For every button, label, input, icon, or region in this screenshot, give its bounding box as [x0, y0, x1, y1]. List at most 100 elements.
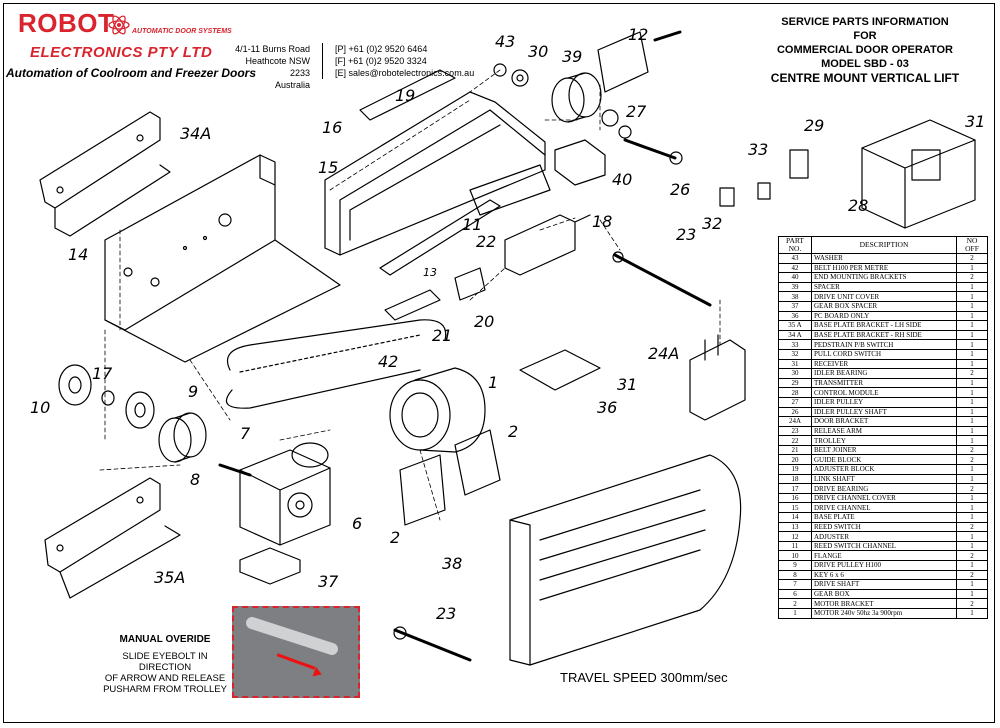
quantity-cell: 1 — [956, 339, 988, 350]
callout-label: 9 — [188, 382, 199, 401]
quantity-cell: 2 — [956, 569, 988, 581]
pedestrian-switch-shape — [757, 182, 771, 200]
drive-channel-shape — [324, 69, 546, 256]
description-cell: DRIVE BEARING — [811, 483, 957, 494]
quantity-cell: 1 — [956, 406, 988, 418]
part-number-cell: 7 — [778, 579, 812, 590]
callout-label: 40 — [612, 170, 633, 189]
col-desc-header: DESCRIPTION — [811, 236, 957, 254]
brand-tagline: Automation of Coolroom and Freezer Doors — [6, 66, 257, 80]
part-number-cell: 30 — [778, 368, 812, 379]
quantity-cell: 1 — [956, 329, 988, 341]
callout-label: 37 — [318, 572, 339, 591]
part-number-cell: 16 — [778, 492, 812, 504]
description-cell: DOOR BRACKET — [811, 416, 957, 427]
part-number-cell: 37 — [778, 300, 812, 312]
quantity-cell: 1 — [956, 262, 988, 274]
contact-divider — [322, 43, 323, 79]
quantity-cell: 1 — [956, 348, 988, 360]
motor-shape — [389, 367, 486, 453]
description-cell: PC BOARD ONLY — [811, 310, 957, 322]
description-cell: TRANSMITTER — [811, 377, 957, 389]
description-cell: BASE PLATE — [811, 512, 957, 523]
quantity-cell: 2 — [956, 272, 988, 283]
description-cell: RECEIVER — [811, 358, 957, 370]
quantity-cell: 1 — [956, 387, 988, 398]
quantity-cell: 1 — [956, 416, 988, 427]
address-line: Australia — [274, 80, 310, 90]
override-title: MANUAL OVERIDE — [119, 634, 211, 645]
quantity-cell: 1 — [956, 291, 988, 302]
part-number-cell: 32 — [778, 348, 812, 360]
callout-label: 14 — [68, 245, 89, 264]
quantity-cell: 1 — [956, 492, 988, 504]
callout-label: 13 — [423, 266, 437, 279]
description-cell: KEY 6 x 6 — [811, 569, 957, 581]
description-cell: BELT H100 PER METRE — [811, 262, 957, 274]
callout-label: 28 — [848, 196, 869, 215]
belt-shape — [225, 319, 447, 409]
override-line: PUSHARM FROM TROLLEY — [103, 684, 227, 695]
release-arm-shape — [613, 253, 712, 307]
control-module-shape — [861, 119, 976, 229]
description-cell: IDLER PULLEY — [811, 396, 957, 408]
part-number-cell: 38 — [778, 291, 812, 302]
callout-label: 30 — [528, 42, 549, 61]
part-number-cell: 34 A — [778, 329, 812, 341]
pull-cord-switch-shape — [719, 187, 735, 207]
description-cell: END MOUNTING BRACKETS — [811, 272, 957, 283]
description-cell: DRIVE CHANNEL COVER — [811, 492, 957, 504]
callout-label: 42 — [378, 352, 399, 371]
part-number-cell: 20 — [778, 454, 812, 466]
col-part-header: PART NO. — [778, 236, 812, 254]
quantity-cell: 2 — [956, 550, 988, 561]
part-number-cell: 35 A — [778, 320, 812, 331]
description-cell: DRIVE SHAFT — [811, 579, 957, 590]
gearbox-spacer-shape — [239, 547, 301, 585]
part-number-cell: 27 — [778, 396, 812, 408]
quantity-cell: 1 — [956, 310, 988, 322]
callout-label: 16 — [322, 118, 343, 137]
part-number-cell: 31 — [778, 358, 812, 370]
callout-label: 43 — [495, 32, 516, 51]
override-line: SLIDE EYEBOLT IN DIRECTION — [122, 651, 208, 673]
bracket-35a-shape — [44, 477, 181, 599]
callout-label: 10 — [30, 398, 51, 417]
header-line: COMMERCIAL DOOR OPERATOR — [776, 44, 953, 56]
quantity-cell: 1 — [956, 473, 988, 485]
callout-label: 6 — [352, 514, 363, 533]
quantity-cell: 1 — [956, 540, 988, 552]
quantity-cell: 2 — [956, 368, 988, 379]
inset-eyebolt — [244, 615, 340, 657]
quantity-cell: 1 — [956, 320, 988, 331]
quantity-cell: 1 — [956, 425, 988, 437]
callout-label: 12 — [628, 25, 649, 44]
description-cell: GEAR BOX — [811, 588, 957, 600]
callout-label: 39 — [562, 47, 583, 66]
motor-bracket-shape — [454, 429, 501, 496]
inset-arrow-icon — [276, 653, 316, 670]
quantity-cell: 1 — [956, 588, 988, 600]
quantity-cell: 1 — [956, 281, 988, 293]
part-number-cell: 26 — [778, 406, 812, 418]
quantity-cell: 1 — [956, 560, 988, 571]
callout-label: 15 — [318, 158, 339, 177]
part-number-cell: 6 — [778, 588, 812, 600]
